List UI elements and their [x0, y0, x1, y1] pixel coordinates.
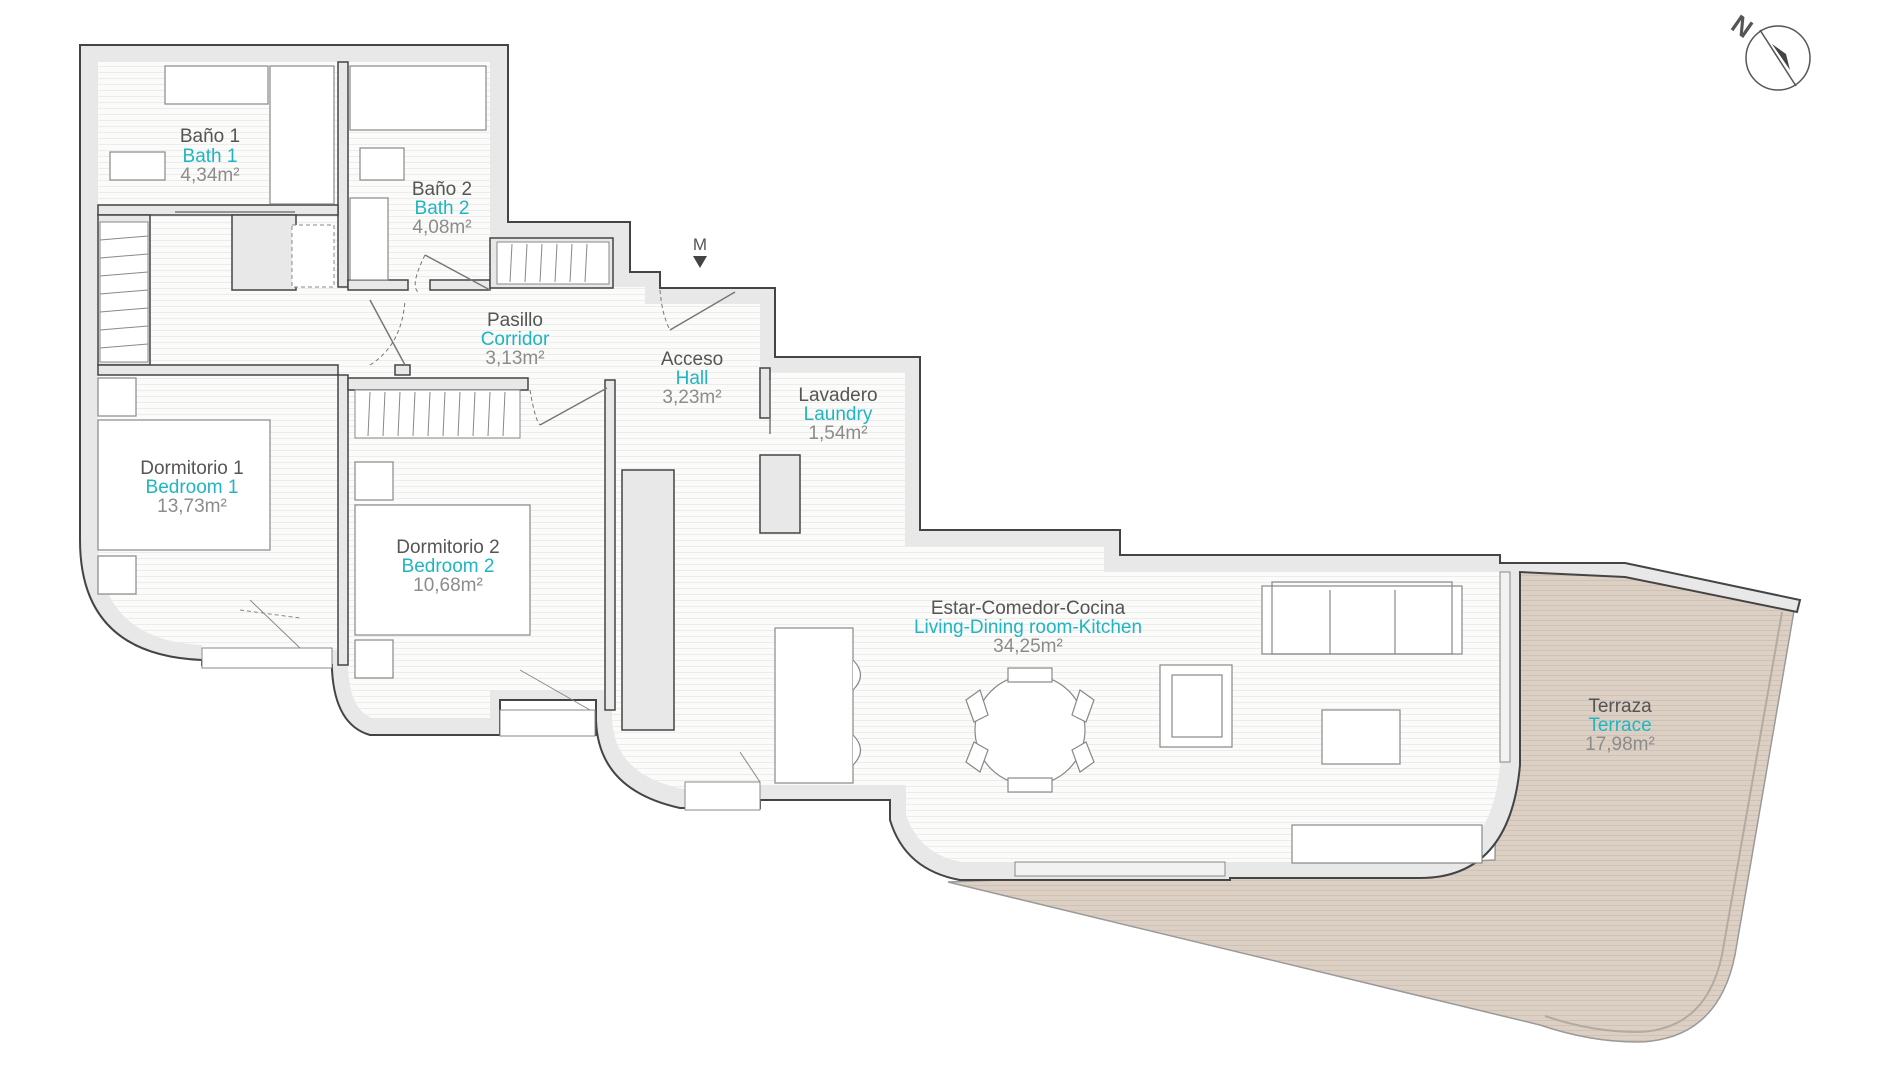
room-label-bedroom2: Dormitorio 2 Bedroom 2 10,68m² [396, 537, 499, 596]
bed-bedroom1 [97, 377, 271, 595]
room-name-es: Lavadero [798, 385, 877, 406]
room-name-en: Living-Dining room-Kitchen [914, 617, 1142, 638]
room-name-es: Dormitorio 1 [140, 458, 243, 479]
wardrobe-bath1-shaft [291, 224, 335, 288]
room-area: 17,98m² [1585, 734, 1655, 755]
room-name-es: Acceso [661, 349, 723, 370]
room-label-bath2: Baño 2 Bath 2 4,08m² [412, 179, 472, 238]
room-area: 4,08m² [412, 217, 471, 238]
room-label-corridor: Pasillo Corridor 3,13m² [481, 310, 550, 369]
room-name-es: Terraza [1588, 696, 1652, 717]
room-name-es: Dormitorio 2 [396, 537, 499, 558]
room-name-en: Bedroom 1 [146, 477, 239, 498]
north-label: N [1726, 9, 1759, 44]
room-name-en: Bedroom 2 [402, 556, 495, 577]
room-area: 1,54m² [808, 423, 867, 444]
interior-doors [369, 254, 771, 434]
room-area: 3,23m² [662, 387, 721, 408]
room-name-es: Pasillo [487, 310, 543, 331]
room-name-en: Terrace [1588, 715, 1651, 736]
bath2-fixtures [349, 65, 487, 281]
north-compass: N [1726, 9, 1811, 91]
room-name-en: Hall [676, 368, 709, 389]
wardrobe-corridor [496, 241, 610, 285]
bed-bedroom2 [354, 461, 531, 679]
room-label-laundry: Lavadero Laundry 1,54m² [798, 385, 877, 444]
room-area: 13,73m² [157, 496, 227, 517]
room-area: 10,68m² [413, 575, 483, 596]
room-label-hall: Acceso Hall 3,23m² [661, 349, 723, 408]
living-furniture [774, 581, 1483, 864]
room-label-living: Estar-Comedor-Cocina Living-Dining room-… [914, 598, 1142, 657]
wardrobe-bedroom1 [99, 221, 149, 363]
terrace-area [947, 569, 1796, 1043]
room-name-en: Bath 2 [415, 198, 470, 219]
wardrobe-bedroom2 [354, 389, 521, 439]
entrance-marker-label: M [693, 235, 707, 254]
room-label-bedroom1: Dormitorio 1 Bedroom 1 13,73m² [140, 458, 243, 517]
room-name-en: Laundry [804, 404, 873, 425]
room-label-terrace: Terraza Terrace 17,98m² [1585, 696, 1655, 755]
room-name-en: Corridor [481, 329, 550, 350]
window-doors [201, 571, 1511, 877]
room-area: 34,25m² [993, 636, 1063, 657]
bath1-fixtures [109, 65, 335, 213]
room-area: 3,13m² [485, 348, 544, 369]
room-name-es: Baño 2 [412, 179, 472, 200]
room-name-es: Baño 1 [180, 126, 240, 147]
room-name-en: Bath 1 [183, 146, 238, 167]
room-area: 4,34m² [180, 165, 239, 186]
entrance-marker: M [693, 235, 707, 268]
room-name-es: Estar-Comedor-Cocina [931, 598, 1126, 619]
room-label-bath1: Baño 1 Bath 1 4,34m² [180, 126, 240, 186]
